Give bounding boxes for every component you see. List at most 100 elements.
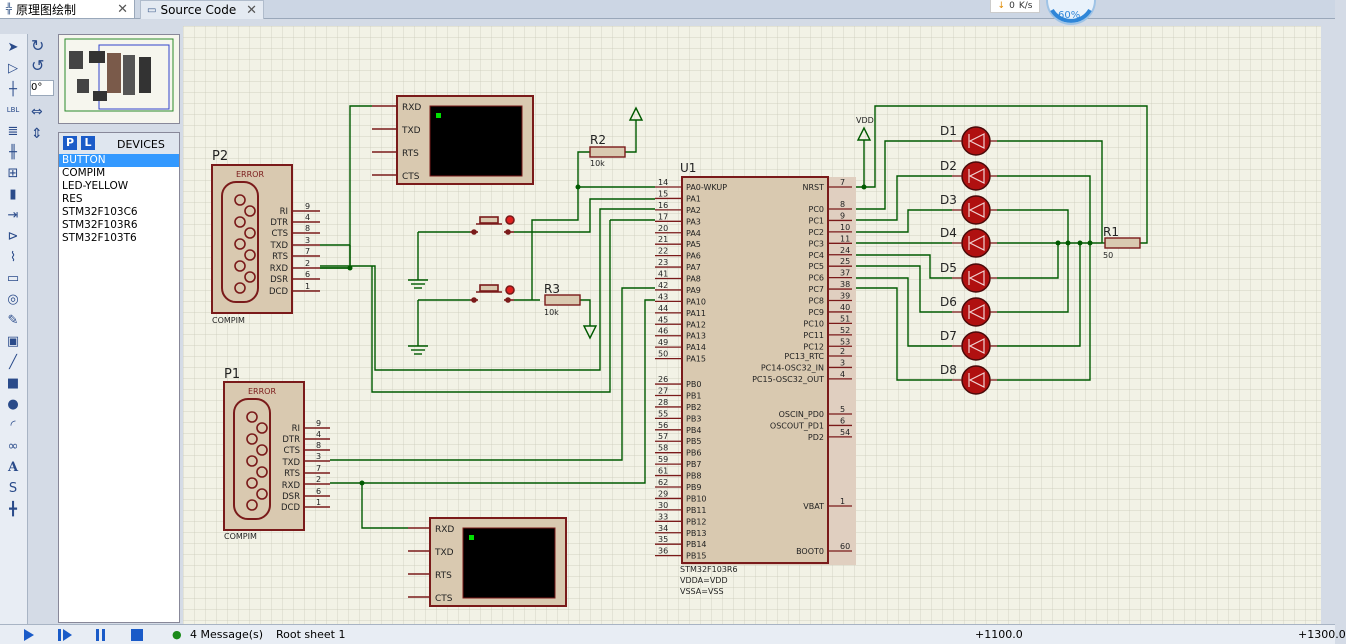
schematic-canvas[interactable]: P2 ERROR COMPIM RI DTR CTS TXD RTS RXD D… [183,26,1321,624]
led-d3[interactable]: D3 [940,193,997,225]
box-icon[interactable]: ■ [6,375,20,391]
performance-badge[interactable]: 60% [1044,0,1098,26]
terminal-pin: CTS [435,594,453,604]
generator-icon[interactable]: ⊳ [7,228,19,244]
list-item[interactable]: STM32F103C6 [62,206,138,218]
play-icon[interactable] [22,629,36,641]
rotation-angle-input[interactable]: 0° [30,80,54,96]
led-d6[interactable]: D6 [940,295,997,327]
mcu-u1[interactable]: U1 14PA0-WKUP15PA116PA217PA320PA421PA522… [655,161,856,596]
selection-mode-icon[interactable]: ➤ [7,39,19,55]
text-icon[interactable]: A [7,459,19,475]
list-item[interactable]: BUTTON [59,154,179,167]
u1-pin-number: 30 [658,501,668,510]
code-icon: ▭ [147,4,157,16]
list-item[interactable]: COMPIM [62,167,106,179]
u1-pin-name: PB0 [686,380,701,389]
u1-pin-number: 29 [658,489,668,498]
tab-source-code[interactable]: ▭ Source Code ✕ [140,0,264,19]
library-manager-button[interactable]: L [81,136,95,150]
list-item[interactable]: LED-YELLOW [62,180,129,192]
junction-dot-icon[interactable]: ┼ [9,81,17,97]
led-d5[interactable]: D5 [940,261,997,293]
u1-pin-number: 62 [658,478,668,487]
power-terminal-icon [628,106,644,121]
step-icon[interactable] [58,629,72,641]
subcircuit-icon[interactable]: ⊞ [7,165,19,181]
list-item[interactable]: RES [62,193,83,205]
compim-p1[interactable]: P1 ERROR COMPIM RI DTR CTS TXD RTS RXD D… [223,367,330,541]
resistor-r3[interactable]: R3 10k [544,282,581,317]
p2-pin: DCD [269,287,288,297]
close-icon[interactable]: ✕ [117,1,128,17]
rotate-counterclockwise-icon[interactable]: ↺ [31,56,45,75]
u1-pin-number: 42 [658,281,668,290]
p2-pin: RXD [270,264,289,274]
marker-icon[interactable]: ╋ [9,501,17,517]
rotate-clockwise-icon[interactable]: ↻ [31,36,45,55]
device-pin-icon[interactable]: ⇥ [7,207,19,223]
push-button-1[interactable] [470,215,515,235]
resistor-r1[interactable]: R1 50 [1103,225,1141,260]
u1-pin-name: PA10 [686,297,706,306]
stop-icon[interactable] [130,629,144,641]
led-label: D7 [940,329,957,343]
u1-pin-number: 27 [658,386,668,395]
mirror-vertical-icon[interactable]: ⇕ [31,126,43,142]
led-label: D6 [940,295,957,309]
probe-icon[interactable]: ◎ [7,291,19,307]
u1-pin-name: PC14-OSC32_IN [761,363,824,372]
led-d8[interactable]: D8 [940,363,997,395]
p1-pin-num: 7 [316,464,321,473]
p1-pin-num: 8 [316,441,321,450]
p2-pin: RTS [272,252,288,262]
virtual-terminal-1[interactable]: RXD TXD RTS CTS [372,95,534,185]
u1-pin-number: 8 [840,200,845,209]
list-item[interactable]: STM32F103T6 [62,232,137,244]
p2-pin-num: 7 [305,247,310,256]
led-d2[interactable]: D2 [940,159,997,191]
tape-recorder-icon[interactable]: ▭ [6,270,20,286]
voltage-probe-icon[interactable]: ✎ [7,312,19,328]
r2-ref: R2 [590,133,606,147]
path-icon[interactable]: ∞ [7,438,19,454]
graph-icon[interactable]: ⌇ [9,249,17,265]
circle-icon[interactable]: ● [7,396,19,412]
led-d4[interactable]: D4 [940,226,997,258]
pause-icon[interactable] [94,629,108,641]
symbol-icon[interactable]: S [8,480,18,496]
tab-schematic[interactable]: ╬ 原理图绘制 ✕ [0,0,135,18]
diode-icon [968,304,985,320]
u1-pin-number: 24 [840,246,850,255]
push-button-2[interactable] [470,284,515,303]
line-icon[interactable]: ╱ [9,354,17,370]
u1-vdda: VDDA=VDD [680,576,728,585]
component-mode-icon[interactable]: ▷ [8,60,18,76]
arc-icon[interactable]: ◜ [10,417,16,433]
message-count[interactable]: 4 Message(s) [190,628,264,641]
pick-devices-button[interactable]: P [63,136,77,150]
led-d7[interactable]: D7 [940,329,997,361]
wire-label-icon[interactable]: LBL [6,106,20,114]
led-body [961,297,991,327]
terminal-icon[interactable]: ▮ [9,186,17,202]
compim-p2[interactable]: P2 ERROR COMPIM RI DTR CTS TXD RTS RXD D… [211,149,320,325]
list-item[interactable]: STM32F103R6 [62,219,138,231]
resistor-r2[interactable]: R2 10k [589,133,626,168]
led-d1[interactable]: D1 [940,124,997,156]
text-script-icon[interactable]: ≣ [7,123,19,139]
u1-pin-number: 41 [658,270,668,279]
p1-ref: P1 [224,367,240,382]
close-icon[interactable]: ✕ [246,2,257,18]
led-body [961,331,991,361]
bus-icon[interactable]: ╫ [9,144,17,160]
overview-preview[interactable] [58,34,180,124]
u1-pin-number: 23 [658,258,668,267]
u1-pin-name: PC11 [803,331,824,340]
side-panel: ↻ ↺ 0° ⇔ ⇕ P L DEVICES BUTTON COMPIM LED… [28,34,180,624]
virtual-terminal-2[interactable]: RXD TXD RTS CTS [408,517,567,607]
u1-pin-name: PB4 [686,426,701,435]
u1-pin-number: 58 [658,444,668,453]
mirror-horizontal-icon[interactable]: ⇔ [31,104,43,120]
virtual-instrument-icon[interactable]: ▣ [6,333,20,349]
